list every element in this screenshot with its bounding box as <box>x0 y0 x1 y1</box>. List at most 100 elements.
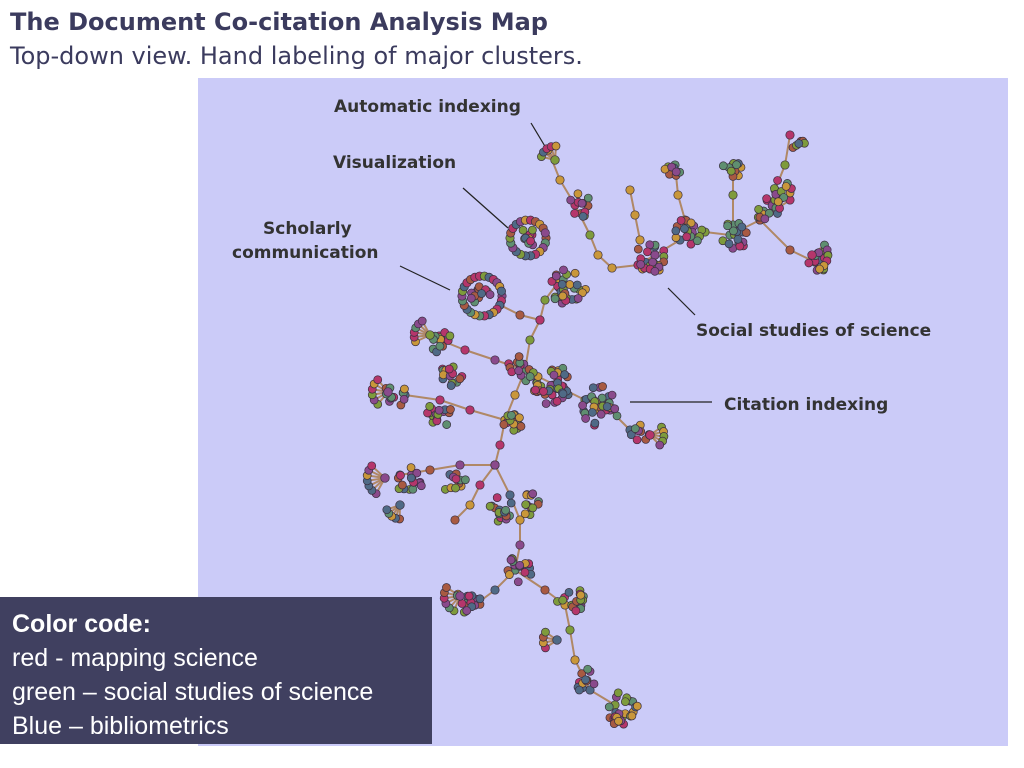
network-node <box>794 139 804 148</box>
network-node <box>446 381 456 390</box>
network-node <box>540 295 550 305</box>
network-node <box>564 587 574 597</box>
network-node <box>627 711 637 721</box>
network-node <box>535 315 545 325</box>
network-node <box>526 236 535 246</box>
legend-heading: Color code: <box>12 610 151 638</box>
network-node <box>455 374 465 384</box>
network-node <box>506 498 516 508</box>
network-node <box>515 540 525 550</box>
network-edge <box>469 409 506 421</box>
network-node <box>457 599 467 608</box>
legend-item-blue: Blue – bibliometrics <box>12 712 229 740</box>
network-node <box>513 577 523 587</box>
network-edge <box>569 629 576 661</box>
network-node <box>590 418 600 428</box>
network-node <box>602 402 612 412</box>
network-node <box>551 271 561 281</box>
network-node <box>442 420 452 429</box>
network-node <box>539 387 548 396</box>
leader-line-social-studies <box>667 287 696 316</box>
network-node <box>626 430 636 440</box>
network-node <box>572 280 582 290</box>
network-node <box>435 395 445 405</box>
network-node <box>781 182 791 191</box>
network-node <box>570 209 579 218</box>
network-edge <box>654 239 681 256</box>
network-node <box>451 483 460 493</box>
network-node <box>400 384 409 394</box>
network-edge <box>404 394 441 401</box>
page-title: The Document Co-citation Analysis Map <box>10 8 548 36</box>
network-node <box>396 471 405 480</box>
network-node <box>577 198 587 208</box>
network-node <box>435 341 445 351</box>
network-node <box>510 390 520 400</box>
network-node <box>570 655 580 665</box>
network-node <box>588 408 597 417</box>
network-node <box>383 387 393 397</box>
network-node <box>475 594 485 604</box>
label-automatic-indexing: Automatic indexing <box>334 97 521 117</box>
network-node <box>785 130 795 140</box>
network-node <box>558 291 568 301</box>
network-node <box>505 570 514 579</box>
network-node <box>593 250 603 260</box>
network-node <box>559 265 568 275</box>
network-node <box>632 435 642 445</box>
network-node <box>444 364 454 374</box>
network-node <box>514 352 524 361</box>
network-node <box>461 475 470 485</box>
network-node <box>462 606 472 616</box>
network-node <box>496 286 506 296</box>
network-node <box>807 250 817 260</box>
network-node <box>464 591 474 601</box>
network-node <box>530 385 540 395</box>
network-node <box>515 515 525 525</box>
network-node <box>406 473 416 483</box>
network-node <box>528 503 538 513</box>
network-node <box>780 160 790 170</box>
network-node <box>560 370 570 379</box>
network-node <box>604 702 614 712</box>
network-node <box>804 258 814 268</box>
label-citation-indexing: Citation indexing <box>724 395 889 415</box>
network-node <box>416 481 426 491</box>
network-node <box>632 701 642 711</box>
network-node <box>682 232 692 242</box>
network-node <box>760 214 770 224</box>
network-node <box>613 688 623 698</box>
network-node <box>589 679 599 689</box>
network-node <box>655 440 665 450</box>
network-node <box>671 167 681 177</box>
network-node <box>577 669 587 678</box>
network-node <box>490 355 500 365</box>
network-node <box>397 480 407 490</box>
network-node <box>693 236 702 246</box>
network-node <box>490 585 500 595</box>
network-node <box>596 409 606 419</box>
network-node <box>521 500 531 509</box>
legend-item-green: green – social studies of science <box>12 678 374 706</box>
network-node <box>728 190 738 200</box>
network-node <box>581 414 590 423</box>
legend-item-red: red - mapping science <box>12 644 258 672</box>
network-node <box>455 460 465 470</box>
network-node <box>425 402 435 411</box>
network-node <box>558 595 568 605</box>
network-node <box>455 591 465 601</box>
network-node <box>477 289 486 298</box>
network-node <box>395 500 405 510</box>
network-node <box>773 197 783 207</box>
network-node <box>614 716 623 726</box>
network-node <box>558 389 568 399</box>
network-node <box>495 440 505 450</box>
network-node <box>525 372 535 381</box>
network-node <box>516 422 526 431</box>
network-node <box>525 335 535 345</box>
cocitation-network <box>362 122 833 729</box>
network-node <box>737 222 747 232</box>
network-node <box>645 430 655 440</box>
network-node <box>630 210 640 220</box>
network-node <box>507 410 516 420</box>
